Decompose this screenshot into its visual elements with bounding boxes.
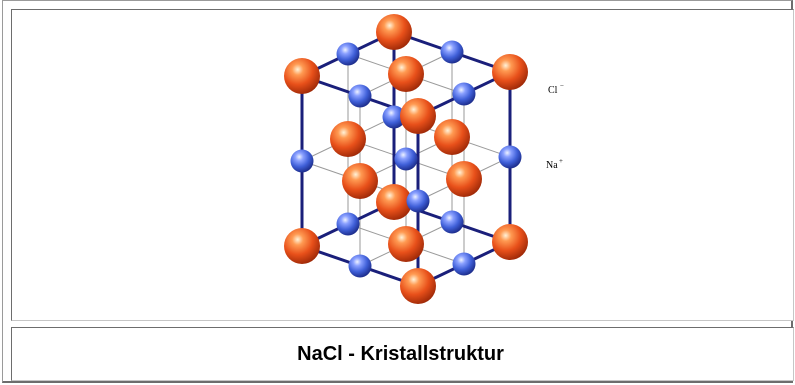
sodium-ion [452, 82, 476, 106]
sodium-label-charge: + [559, 157, 563, 165]
sodium-ion [348, 254, 372, 278]
chloride-ion [342, 163, 378, 199]
sodium-ion [290, 149, 314, 173]
sodium-ion [382, 105, 406, 129]
chloride-ion [434, 119, 470, 155]
chloride-label: Cl − [548, 82, 564, 96]
chloride-ion [492, 54, 528, 90]
sodium-ion [498, 145, 522, 169]
chloride-ion [284, 228, 320, 264]
nacl-crystal-diagram: Cl − Na + [284, 14, 564, 304]
sodium-ion [452, 252, 476, 276]
chloride-ion [330, 121, 366, 157]
sodium-ion [440, 40, 464, 64]
sodium-label-symbol: Na [546, 160, 558, 171]
sodium-label: Na + [546, 157, 563, 171]
chloride-ion [388, 56, 424, 92]
chloride-label-symbol: Cl [548, 85, 558, 96]
sodium-ion [440, 210, 464, 234]
sodium-ion [336, 212, 360, 236]
figure-caption: NaCl - Kristallstruktur [297, 342, 504, 365]
chloride-ion [284, 58, 320, 94]
chloride-ion [492, 224, 528, 260]
sodium-ion [336, 42, 360, 66]
chloride-ion [400, 98, 436, 134]
sodium-ion [348, 84, 372, 108]
chloride-ion [376, 14, 412, 50]
chloride-label-charge: − [560, 82, 564, 90]
chloride-ion [400, 268, 436, 304]
crystal-image-cell: Cl − Na + [11, 9, 794, 321]
chloride-ion [376, 184, 412, 220]
sodium-ion [406, 189, 430, 213]
sodium-ion [394, 147, 418, 171]
chloride-ion [446, 161, 482, 197]
caption-cell: NaCl - Kristallstruktur [11, 327, 794, 381]
chloride-ion [388, 226, 424, 262]
ions [284, 14, 528, 304]
